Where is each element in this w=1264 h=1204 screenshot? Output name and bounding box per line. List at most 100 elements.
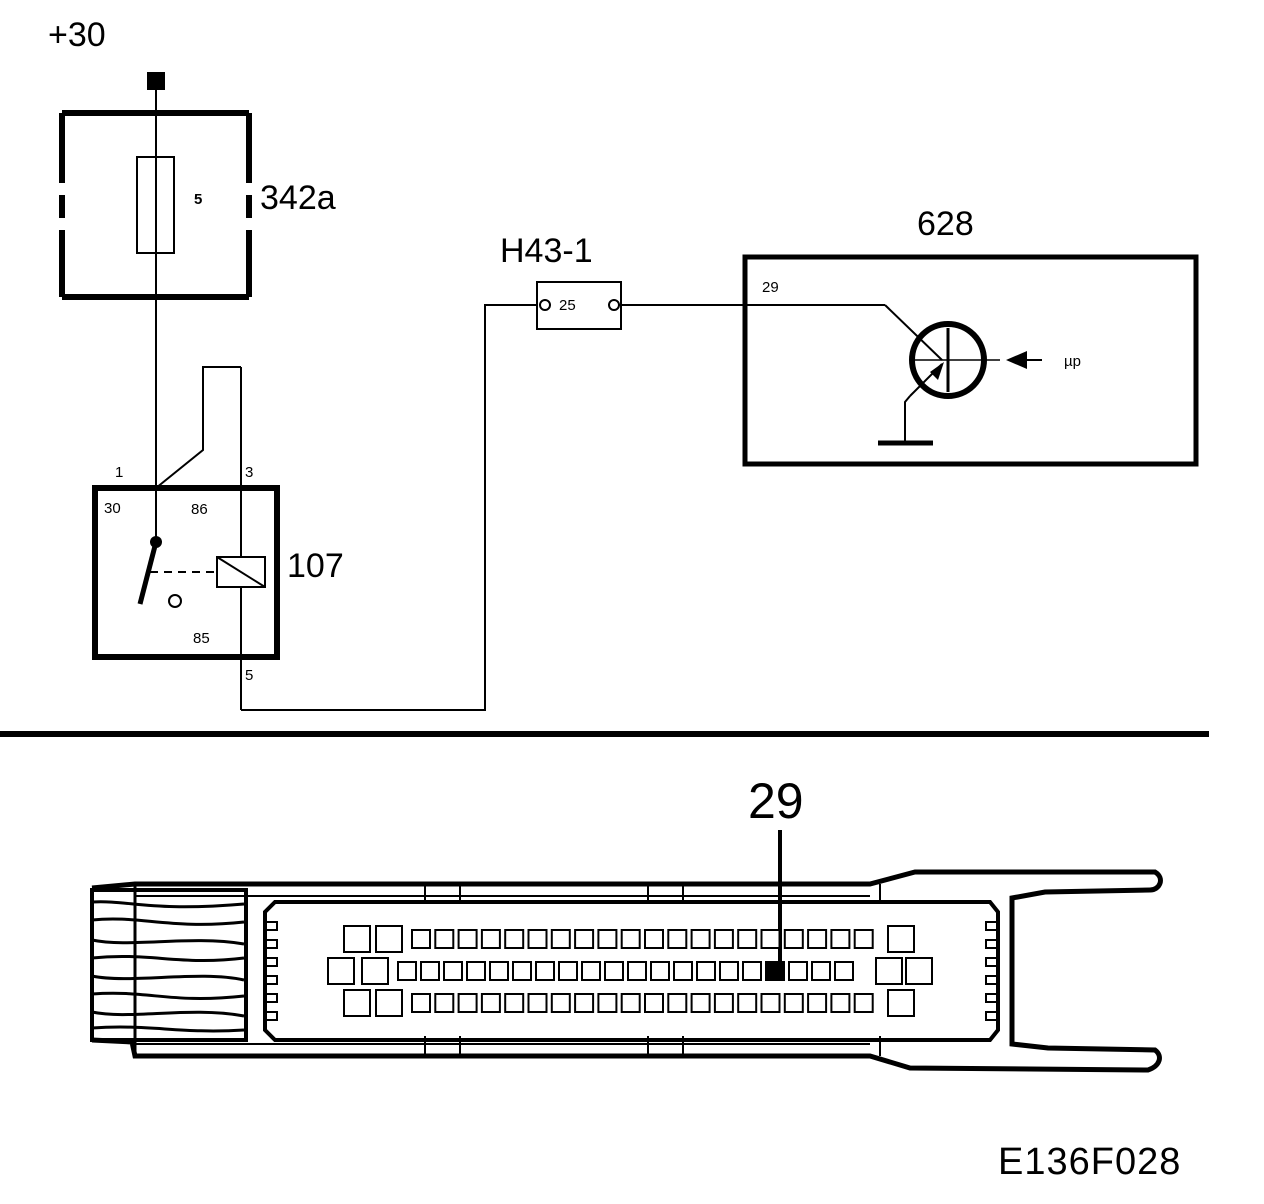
connector-pin — [719, 961, 739, 981]
connector-pin — [788, 961, 808, 981]
connector-pin-number: 25 — [559, 297, 576, 314]
connector-pin-large — [361, 957, 389, 985]
connector-pin — [411, 993, 431, 1013]
fuse-number: 5 — [194, 191, 202, 208]
relay-box — [92, 485, 280, 660]
connector-pin-large — [343, 925, 371, 953]
connector-pin — [550, 929, 571, 949]
connector-pin — [737, 993, 758, 1013]
connector-id: H43-1 — [500, 232, 593, 270]
connector-pin — [650, 961, 670, 981]
supply-terminal — [147, 72, 165, 90]
connector-pin — [457, 929, 478, 949]
connector-pin — [620, 929, 641, 949]
relay-pin-1: 1 — [115, 464, 123, 481]
connector-pin-large — [343, 989, 371, 1017]
connector-pin — [783, 929, 804, 949]
connector-pin — [760, 993, 781, 1013]
relay-to-connector-wire — [241, 304, 537, 711]
connector-pin — [667, 993, 688, 1013]
fuse-box — [59, 110, 252, 300]
connector-pin-large — [327, 957, 355, 985]
connector-housing — [91, 869, 1163, 1073]
connector-pin — [489, 961, 509, 981]
control-unit-id: 628 — [917, 205, 974, 243]
connector-pin — [581, 961, 601, 981]
connector-pin — [527, 929, 548, 949]
connector-pin-right — [608, 299, 620, 311]
control-unit-pin: 29 — [762, 279, 779, 296]
connector-pin — [597, 993, 618, 1013]
connector-pin-large — [887, 989, 915, 1017]
connector-pin — [574, 929, 595, 949]
connector-pin — [834, 961, 854, 981]
connector-pin — [807, 993, 828, 1013]
connector-pin — [644, 993, 664, 1013]
connector-pin — [811, 961, 831, 981]
connector-pin — [644, 929, 664, 949]
control-unit-box — [742, 254, 1199, 467]
relay-terminal-85: 85 — [193, 630, 210, 647]
connector-pin-left — [539, 299, 551, 311]
ecu-connector — [90, 869, 1163, 1073]
pin-field-frame — [263, 900, 1000, 1042]
ground-wire — [904, 395, 911, 443]
connector-pin — [420, 961, 440, 981]
connector-pin-large — [875, 957, 903, 985]
connector-pin — [690, 929, 711, 949]
pin-grid — [327, 925, 933, 1017]
signal-label: µp — [1064, 353, 1081, 370]
connector-pin — [667, 929, 688, 949]
relay-feed-loop — [155, 366, 241, 489]
connector-pin — [853, 929, 874, 949]
connector-pin — [480, 993, 501, 1013]
connector-pin — [411, 929, 431, 949]
connector-pin-large — [375, 989, 403, 1017]
connector-pin — [558, 961, 578, 981]
cable-bundle — [90, 888, 248, 1042]
connector-pin — [527, 993, 548, 1013]
transistor-emitter-arrow — [930, 362, 944, 380]
fuse-box-id: 342a — [260, 179, 336, 217]
supply-label: +30 — [48, 16, 106, 54]
connector-pin — [434, 993, 455, 1013]
connector-pin — [504, 929, 525, 949]
connector-pin — [597, 929, 618, 949]
connector-pin — [397, 961, 417, 981]
connector-pin — [457, 993, 478, 1013]
connector-pin — [466, 961, 486, 981]
connector-pin-large — [905, 957, 933, 985]
relay-id: 107 — [287, 547, 344, 585]
connector-pin — [853, 993, 874, 1013]
connector-pin — [673, 961, 693, 981]
connector-pin — [550, 993, 571, 1013]
connector-pin — [434, 929, 455, 949]
connector-pin — [620, 993, 641, 1013]
figure-code: E136F028 — [998, 1141, 1181, 1183]
connector-pin — [737, 929, 758, 949]
relay-contact — [168, 594, 182, 608]
connector-pin — [783, 993, 804, 1013]
connector-pin — [760, 929, 781, 949]
connector-pin-highlighted — [765, 961, 785, 981]
connector-pin — [713, 993, 734, 1013]
connector-pin — [574, 993, 595, 1013]
connector-pin — [690, 993, 711, 1013]
connector-pin — [535, 961, 555, 981]
relay-terminal-30: 30 — [104, 500, 121, 517]
connector-pin — [830, 929, 851, 949]
connector-pin — [443, 961, 463, 981]
connector-pin — [830, 993, 851, 1013]
relay-switch-blade — [137, 541, 159, 605]
connector-pin — [504, 993, 525, 1013]
connector-pin — [512, 961, 532, 981]
connector-pin — [713, 929, 734, 949]
pin-callout-label: 29 — [748, 773, 804, 829]
connector-pin — [742, 961, 762, 981]
connector-pin-large — [375, 925, 403, 953]
connector-pin — [807, 929, 828, 949]
connector-pin-large — [887, 925, 915, 953]
relay-pin-5: 5 — [245, 667, 253, 684]
connector-pin — [627, 961, 647, 981]
